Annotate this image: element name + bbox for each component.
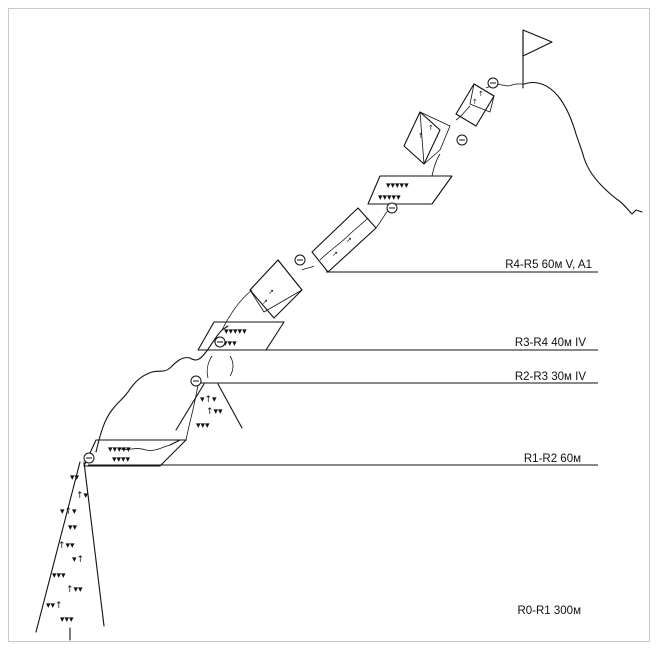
scree-plate-upper: ▾▾▾▾▾ ▾▾▾▾▾ [367, 175, 453, 205]
svg-text:↑: ↑ [428, 124, 434, 132]
svg-text:↑: ↑ [472, 98, 478, 106]
label-r0-r1: R0-R1 300м [517, 605, 581, 617]
svg-text:↑▾: ↑▾ [76, 491, 89, 501]
ridge-profile [95, 325, 229, 453]
label-r4-r5: R4-R5 60м V, A1 [505, 259, 592, 271]
svg-text:▾▾↑: ▾▾↑ [46, 601, 63, 611]
svg-text:▾▾▾▾▾: ▾▾▾▾▾ [224, 327, 247, 337]
svg-text:↑: ↑ [418, 132, 424, 140]
svg-text:▾▾▾: ▾▾▾ [52, 571, 66, 581]
label-r3-r4: R3-R4 40м IV [515, 337, 587, 349]
svg-text:↗: ↗ [346, 236, 352, 244]
svg-text:▾▾▾▾▾: ▾▾▾▾▾ [108, 445, 131, 455]
anchor-station-icon [456, 134, 468, 146]
svg-text:↑▾▾: ↑▾▾ [58, 541, 75, 551]
slab-upper: ↑ ↑ [403, 111, 451, 165]
label-r2-r3: R2-R3 30м IV [515, 371, 587, 383]
dihedral-r4-r5: ↗ ↗ [311, 207, 377, 273]
pitch-labels: R4-R5 60м V, A1 R3-R4 40м IV R2-R3 30м I… [505, 259, 592, 617]
svg-text:↗: ↗ [268, 288, 274, 296]
svg-text:▾▾▾: ▾▾▾ [60, 615, 74, 625]
svg-text:▾▾: ▾▾ [68, 523, 78, 533]
svg-text:↑▾▾: ↑▾▾ [206, 407, 223, 417]
anchor-station-icon [190, 375, 202, 387]
anchor-station-icon [386, 202, 398, 214]
svg-text:▾▾▾▾▾: ▾▾▾▾▾ [386, 181, 409, 191]
anchor-station-icon [83, 452, 95, 464]
topo-frame [8, 8, 650, 642]
route-path [185, 105, 471, 441]
svg-text:▾▾▾▾▾: ▾▾▾▾▾ [378, 193, 401, 203]
anchor-station-icon [294, 254, 306, 266]
scree-cone-r2-r3: ▾↑▾ ↑▾▾ ▾▾▾ [175, 383, 243, 431]
svg-text:▾↑▾: ▾↑▾ [60, 507, 77, 517]
anchor-station-icon [214, 336, 226, 348]
scree-cone-approach: ▾▾↑▾ ▾↑▾▾▾ ↑▾▾▾↑ ▾▾▾↑▾▾ ▾▾↑▾▾▾ [35, 461, 105, 641]
svg-text:↗: ↗ [332, 250, 338, 258]
pitch-lines [88, 271, 598, 466]
summit-ridge [523, 81, 643, 215]
summit-flag-icon [522, 29, 553, 89]
svg-text:▾▾▾: ▾▾▾ [196, 421, 210, 431]
svg-text:↑: ↑ [478, 90, 484, 98]
svg-text:↗: ↗ [262, 298, 268, 306]
scree-plate-r3-r4: ▾▾▾▾▾ ▾▾▾▾▾ [197, 321, 285, 379]
slab-top: ↑ ↑ [455, 83, 495, 127]
slab-r4-r5-lower: ↗ ↗ [249, 259, 303, 319]
anchor-station-icon [487, 77, 499, 89]
svg-text:▾▾▾▾: ▾▾▾▾ [112, 455, 131, 465]
svg-text:↑▾▾: ↑▾▾ [66, 585, 83, 595]
svg-text:▾↑: ▾↑ [72, 555, 84, 565]
svg-text:▾▾: ▾▾ [70, 473, 80, 483]
svg-text:▾↑▾: ▾↑▾ [200, 395, 217, 405]
anchor-stations [83, 77, 499, 464]
svg-text:▾▾▾▾▾: ▾▾▾▾▾ [214, 339, 237, 349]
label-r1-r2: R1-R2 60м [524, 453, 581, 465]
scree-band-r1-r2: ▾▾▾▾▾ ▾▾▾▾ [83, 439, 187, 467]
